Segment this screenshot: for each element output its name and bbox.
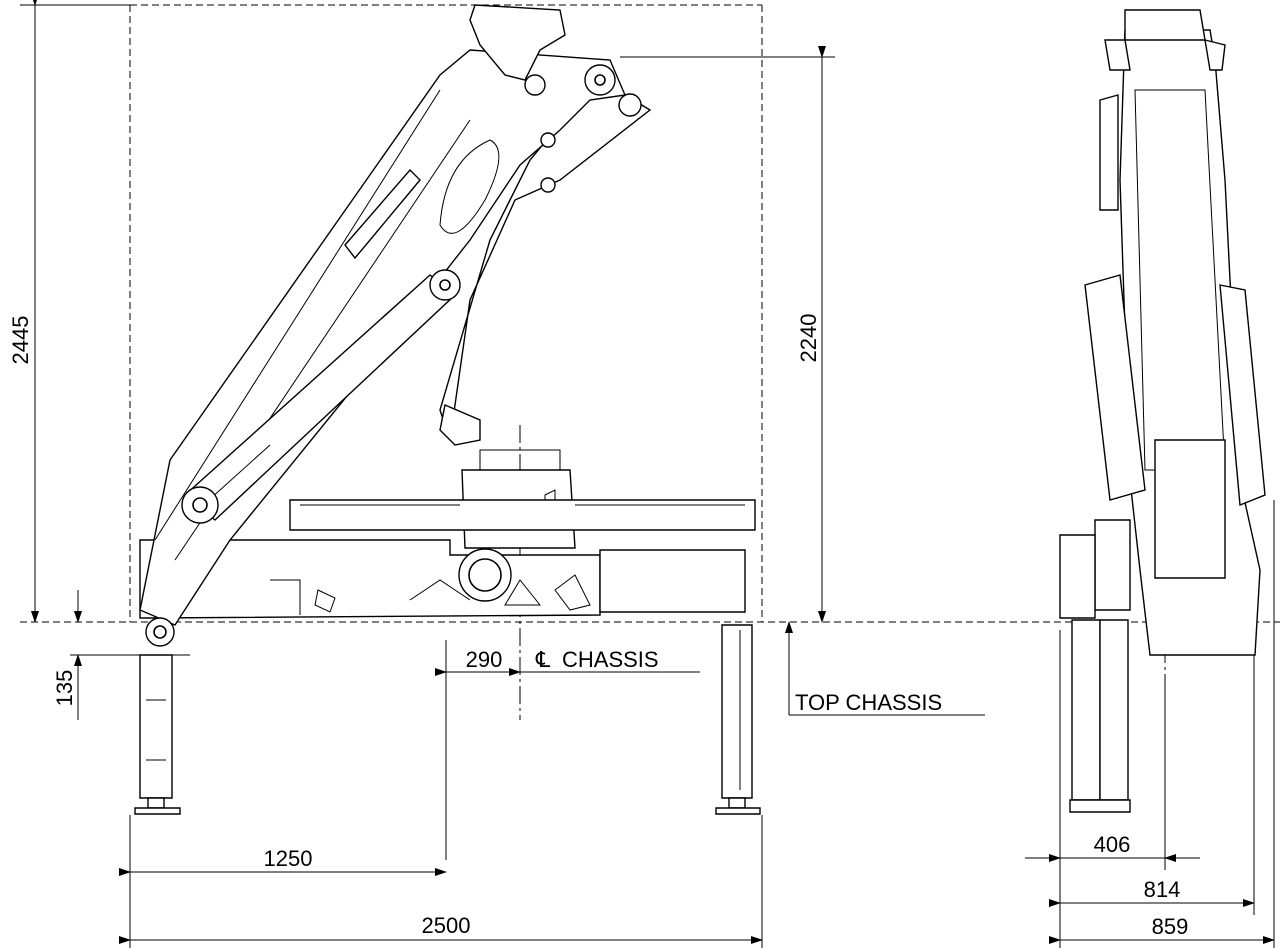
- boom-plate: [344, 168, 421, 260]
- dim-859: [1049, 500, 1275, 948]
- front-leg-right: [1099, 619, 1129, 801]
- front-cylinder-left: [1084, 274, 1146, 501]
- stabilizer-beam: [289, 499, 756, 531]
- dim-135-label: 135: [52, 670, 77, 707]
- dim-2240-label: 2240: [796, 314, 821, 363]
- dim-406-label: 406: [1094, 832, 1131, 857]
- crane-side-view: [134, 4, 761, 815]
- outrigger-box: [599, 549, 746, 613]
- dim-2500: [119, 815, 763, 948]
- boom-pivot: [145, 617, 175, 647]
- top-chassis-label: TOP CHASSIS: [795, 690, 942, 715]
- right-leg: [721, 624, 753, 799]
- left-leg: [139, 654, 173, 799]
- front-column: [1154, 439, 1226, 579]
- crane-front-view: [1059, 9, 1266, 813]
- dim-2445: [20, 0, 130, 623]
- envelope-frame: [20, 4, 1280, 623]
- dim-2445-label: 2445: [8, 316, 33, 365]
- chassis-label: CHASSIS: [562, 647, 659, 672]
- front-leg-left: [1071, 619, 1101, 801]
- dim-290-label: 290: [466, 647, 503, 672]
- front-cylinder-right: [1219, 284, 1266, 506]
- dim-814: [1049, 655, 1255, 915]
- slew-bearing: [458, 548, 512, 602]
- dim-406: [1025, 630, 1200, 948]
- centerline-symbol: ℄: [535, 647, 551, 672]
- dim-2500-label: 2500: [422, 913, 471, 938]
- dim-814-label: 814: [1144, 877, 1181, 902]
- dim-1250: [119, 815, 447, 948]
- dim-135: [70, 590, 190, 720]
- dim-859-label: 859: [1152, 914, 1189, 939]
- top-chassis-leader: [785, 621, 985, 716]
- dim-2240: [620, 46, 835, 623]
- boom-tip-head: [469, 4, 566, 81]
- dim-1250-label: 1250: [264, 846, 313, 871]
- dim-290: [435, 640, 700, 860]
